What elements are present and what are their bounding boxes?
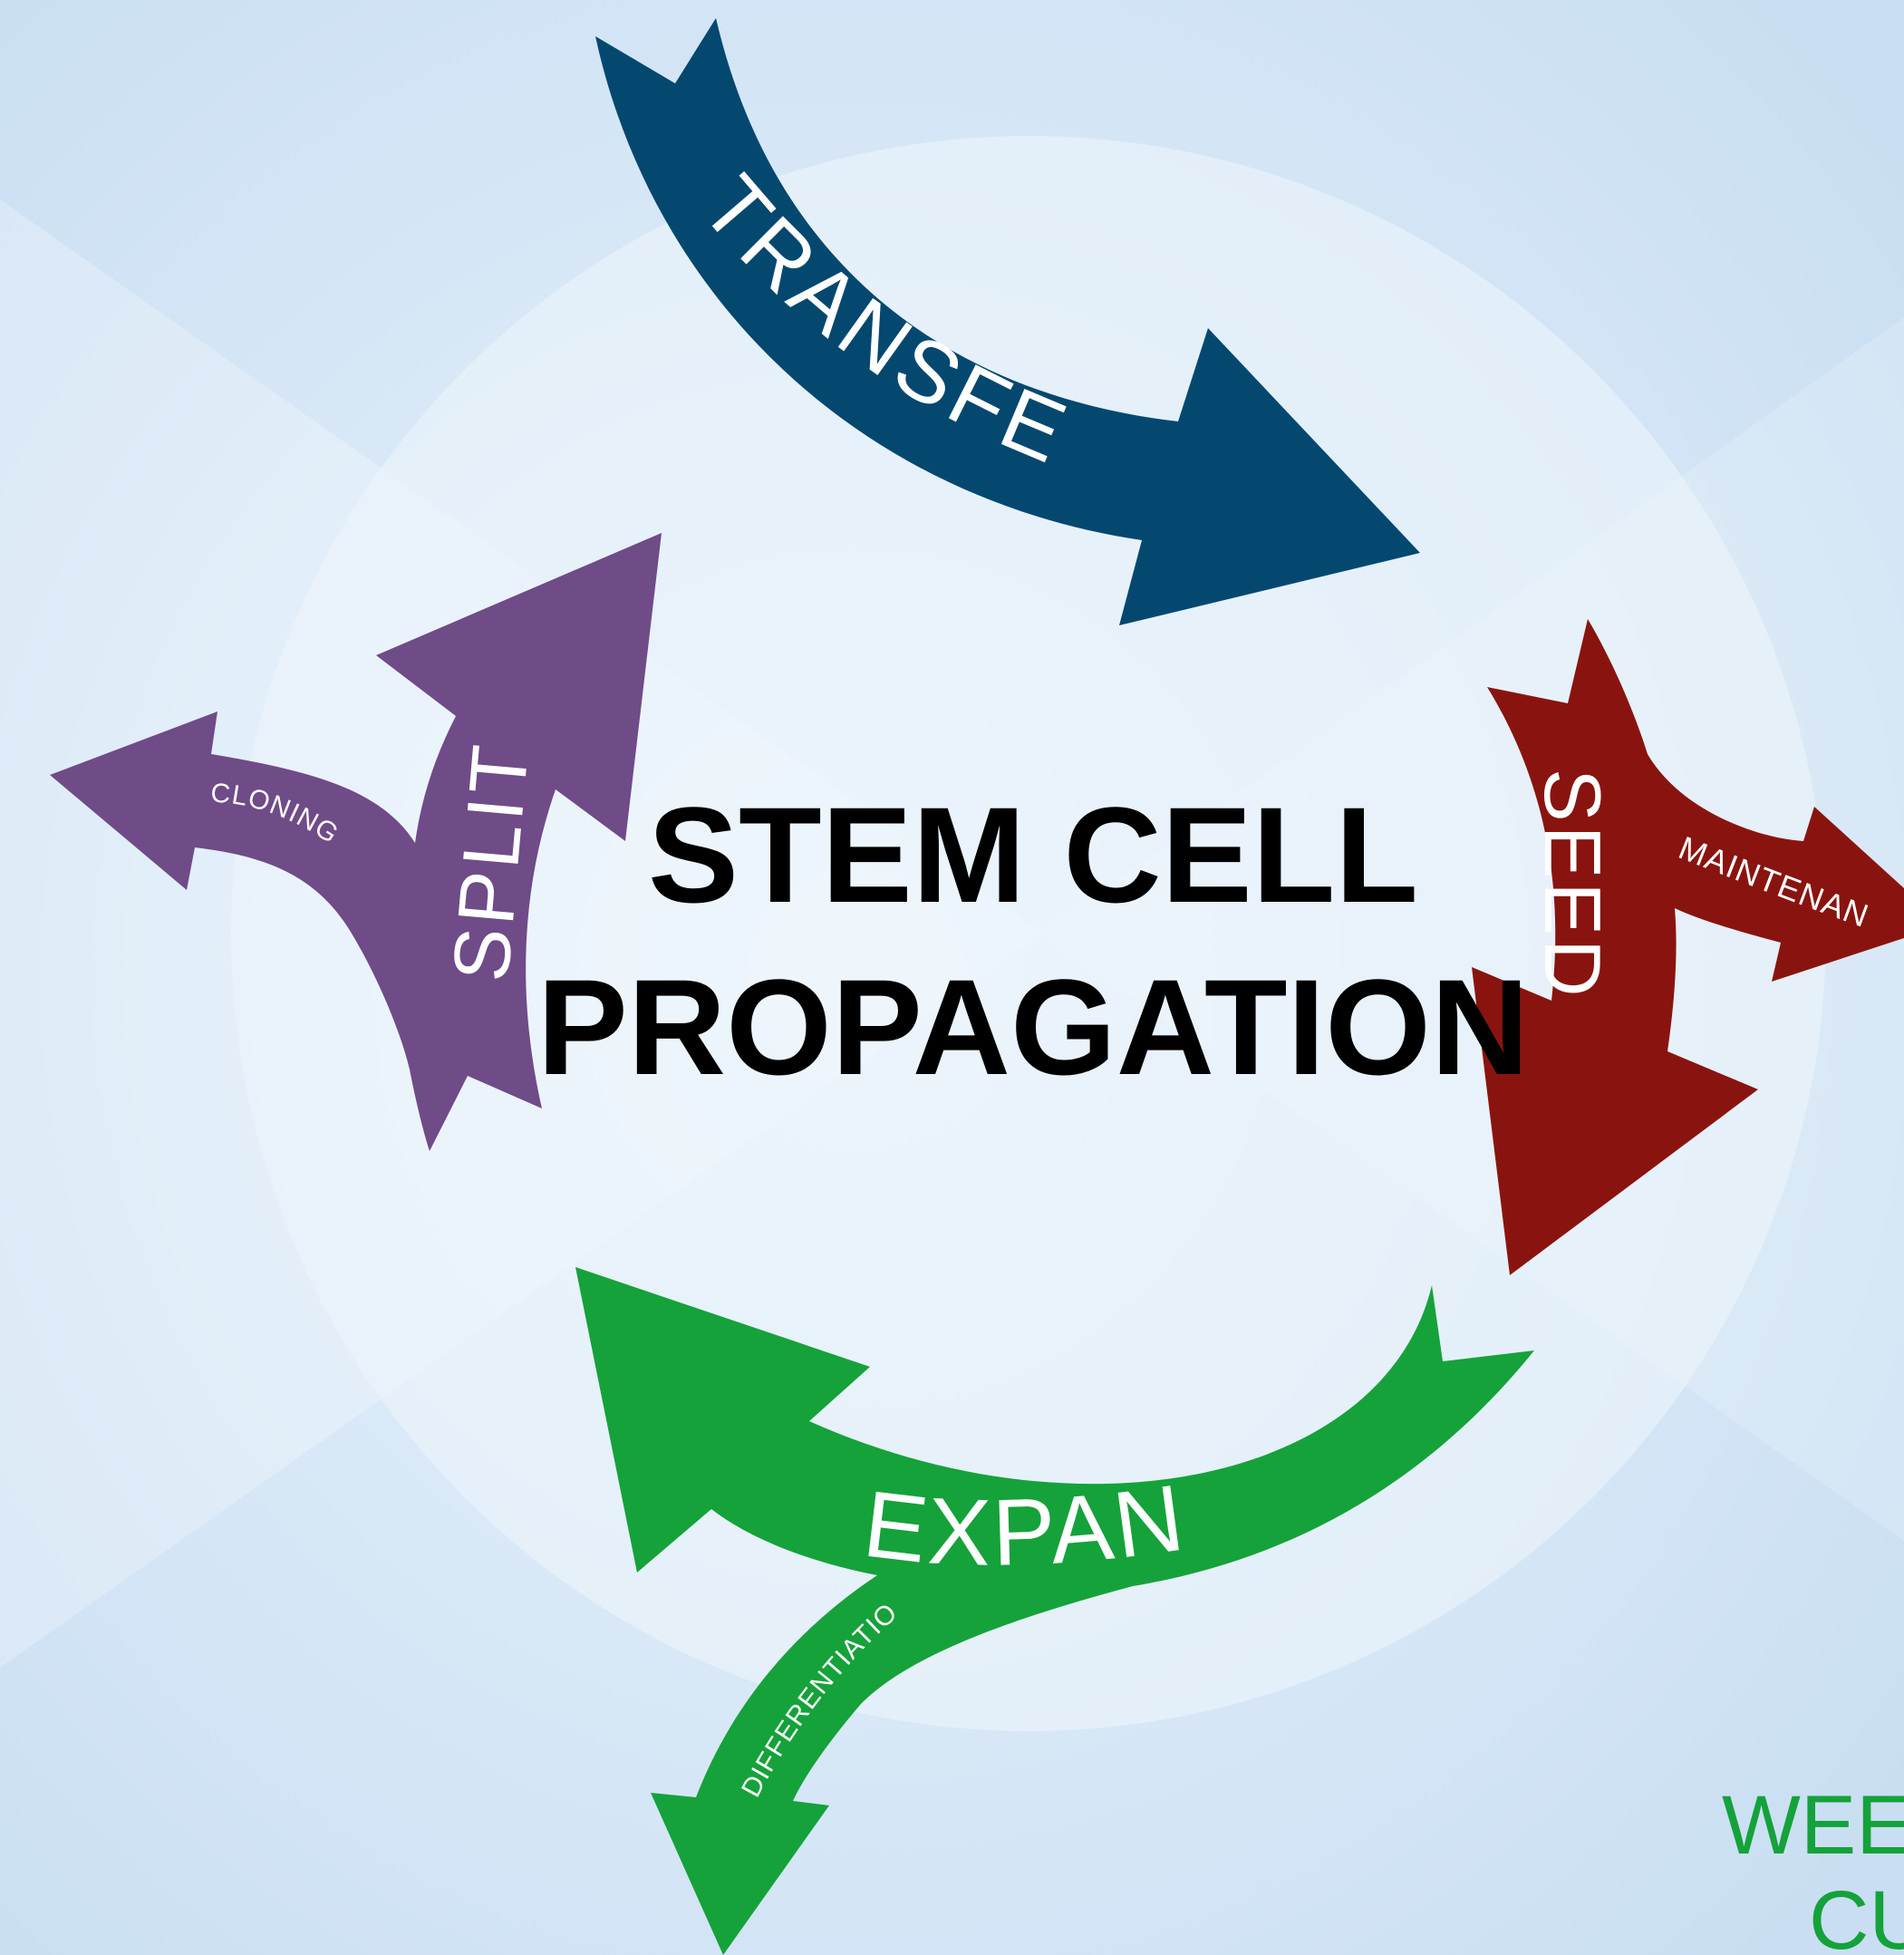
seed-label: SEED bbox=[1528, 769, 1618, 1001]
transfer-arrow-shape bbox=[595, 18, 1420, 625]
svg-text:SPLIT: SPLIT bbox=[435, 738, 546, 984]
footer-line-1: WEEKE bbox=[1722, 1779, 1904, 1872]
svg-text:SEED: SEED bbox=[1528, 769, 1618, 1001]
split-arrow: SPLIT CLONING bbox=[50, 533, 662, 1151]
title-line-2: PROPAGATION bbox=[537, 951, 1529, 1103]
expand-arrow-shape bbox=[575, 1267, 1534, 1955]
split-label: SPLIT bbox=[435, 738, 546, 984]
title-line-1: STEM CELL bbox=[648, 779, 1418, 931]
footer-line-2: CUL bbox=[1809, 1874, 1904, 1955]
seed-arrow-shape bbox=[1472, 619, 1904, 1275]
split-arrow-shape bbox=[50, 533, 662, 1151]
